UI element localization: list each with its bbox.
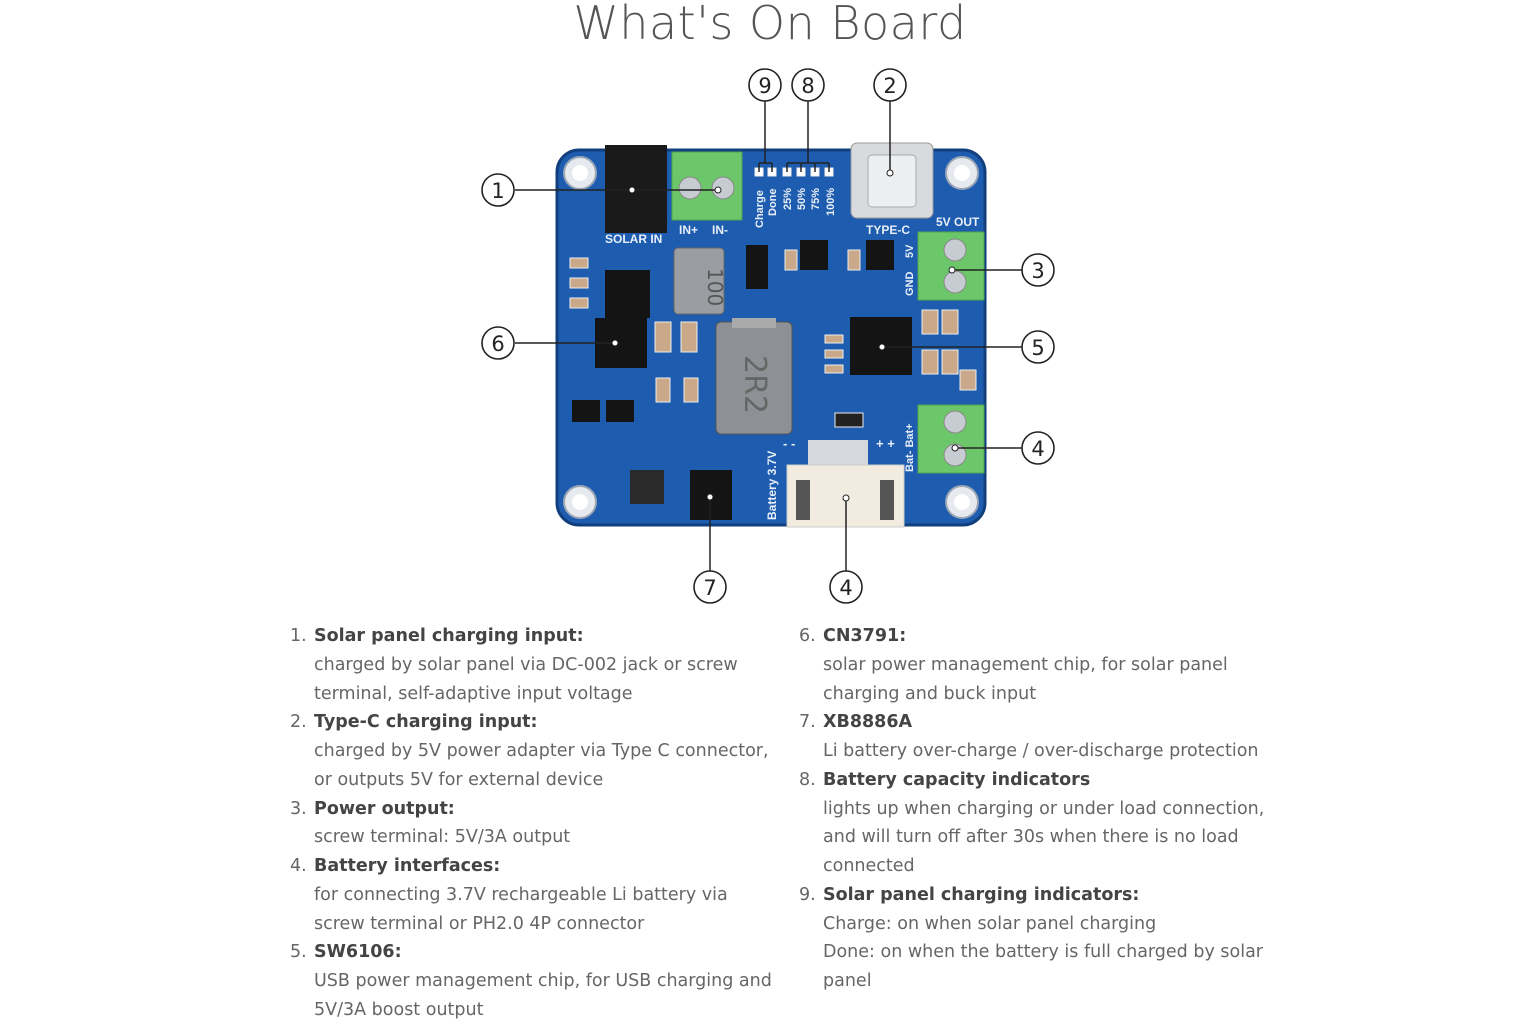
silk-battery: Battery 3.7V xyxy=(765,451,779,520)
silk-75: 75% xyxy=(810,188,822,210)
callout-6: 6 xyxy=(491,332,504,356)
callout-8: 8 xyxy=(801,74,814,98)
callout-9: 9 xyxy=(758,74,771,98)
silk-type-c: TYPE-C xyxy=(866,223,910,237)
dc-jack xyxy=(605,145,667,233)
feature-item: 9. Solar panel charging indicators: Charge… xyxy=(799,881,1283,996)
silk-5v-out: 5V OUT xyxy=(936,215,980,229)
feature-number: 5. xyxy=(290,942,307,963)
feature-number: 9. xyxy=(799,884,816,905)
feature-list-right: 6. CN3791: solar power management chip, fo… xyxy=(799,622,1269,996)
small-inductor xyxy=(673,247,725,315)
callout-1: 1 xyxy=(491,179,504,203)
feature-description: screw terminal: 5V/3A output xyxy=(314,827,571,848)
feature-title: Battery capacity indicators xyxy=(823,769,1091,790)
feature-item: 5. SW6106: USB power management chip, for … xyxy=(290,938,784,1024)
inductor-marking-100: 100 xyxy=(703,268,727,306)
feature-number: 1. xyxy=(290,626,307,646)
silk-in-plus: IN+ xyxy=(679,223,698,237)
feature-item: 8. Battery capacity indicators lights up w… xyxy=(799,766,1283,881)
silk-done: Done xyxy=(767,189,779,217)
feature-description: charged by solar panel via DC-002 jack o… xyxy=(314,654,738,704)
feature-item: 2. Type-C charging input: charged by 5V po… xyxy=(290,708,774,794)
feature-number: 6. xyxy=(799,626,816,646)
feature-list-left: 1. Solar panel charging input: charged by … xyxy=(290,622,772,1025)
feature-title: CN3791: xyxy=(823,626,907,646)
feature-title: Battery interfaces: xyxy=(314,856,501,876)
feature-title: Type-C charging input: xyxy=(314,712,538,733)
feature-number: 7. xyxy=(799,712,816,733)
feature-item: 1. Solar panel charging input: charged by … xyxy=(290,622,754,708)
feature-title: XB8886A xyxy=(823,712,913,733)
feature-description: lights up when charging or under load co… xyxy=(823,798,1265,877)
feature-item: 7. XB8886A Li battery over-charge / over-d… xyxy=(799,708,1293,766)
leader-lines xyxy=(515,101,1022,571)
inductor-marking-2r2: 2R2 xyxy=(737,355,772,414)
silk-bat: Bat- Bat+ xyxy=(904,423,916,472)
feature-description: charged by 5V power adapter via Type C c… xyxy=(314,741,769,790)
feature-item: 6. CN3791: solar power management chip, fo… xyxy=(799,622,1243,708)
feature-number: 4. xyxy=(290,856,307,876)
feature-description: Li battery over-charge / over-discharge … xyxy=(823,741,1259,761)
feature-title: Solar panel charging input: xyxy=(314,626,584,646)
feature-description: USB power management chip, for USB charg… xyxy=(314,971,772,1020)
passive-components xyxy=(569,249,977,403)
feature-description: for connecting 3.7V rechargeable Li batt… xyxy=(314,884,728,934)
feature-number: 2. xyxy=(290,712,307,733)
feature-title: SW6106: xyxy=(314,942,402,963)
feature-item: 4. Battery interfaces: for connecting 3.7V… xyxy=(290,852,744,938)
feature-item: 3. Power output: screw terminal: 5V/3A out… xyxy=(290,795,770,853)
silk-gnd: GND xyxy=(904,272,916,297)
mounting-holes xyxy=(563,156,979,519)
callout-4-connector: 4 xyxy=(839,576,852,600)
feature-title: Solar panel charging indicators: xyxy=(823,884,1140,905)
silk-25: 25% xyxy=(782,188,794,210)
feature-number: 3. xyxy=(290,798,307,819)
5v-out-terminal xyxy=(917,231,985,301)
callout-3: 3 xyxy=(1031,259,1044,283)
board-diagram: SOLAR IN IN+ IN- Charge Done 25% 50% 75%… xyxy=(481,68,1055,604)
solar-screw-terminal xyxy=(671,151,743,221)
page-title: What's On Board xyxy=(573,0,967,50)
silk-minus: - - xyxy=(783,436,795,451)
silk-in-minus: IN- xyxy=(712,223,728,237)
callout-5: 5 xyxy=(1031,336,1044,360)
callout-2: 2 xyxy=(883,74,896,98)
feature-title: Power output: xyxy=(314,798,455,819)
silk-100: 100% xyxy=(825,188,837,216)
feature-description: solar power management chip, for solar p… xyxy=(823,654,1228,704)
silk-solar-in: SOLAR IN xyxy=(605,232,662,246)
battery-screw-terminal xyxy=(917,404,985,474)
type-c-connector xyxy=(850,142,934,219)
callout-4-terminal: 4 xyxy=(1031,437,1044,461)
callout-7: 7 xyxy=(703,576,716,600)
silk-5v: 5V xyxy=(904,244,916,258)
silk-50: 50% xyxy=(796,188,808,210)
silk-charge: Charge xyxy=(754,190,766,228)
feature-number: 8. xyxy=(799,769,816,790)
silk-plus: + + xyxy=(876,436,895,451)
feature-description: Charge: on when solar panel charging Don… xyxy=(823,913,1263,992)
